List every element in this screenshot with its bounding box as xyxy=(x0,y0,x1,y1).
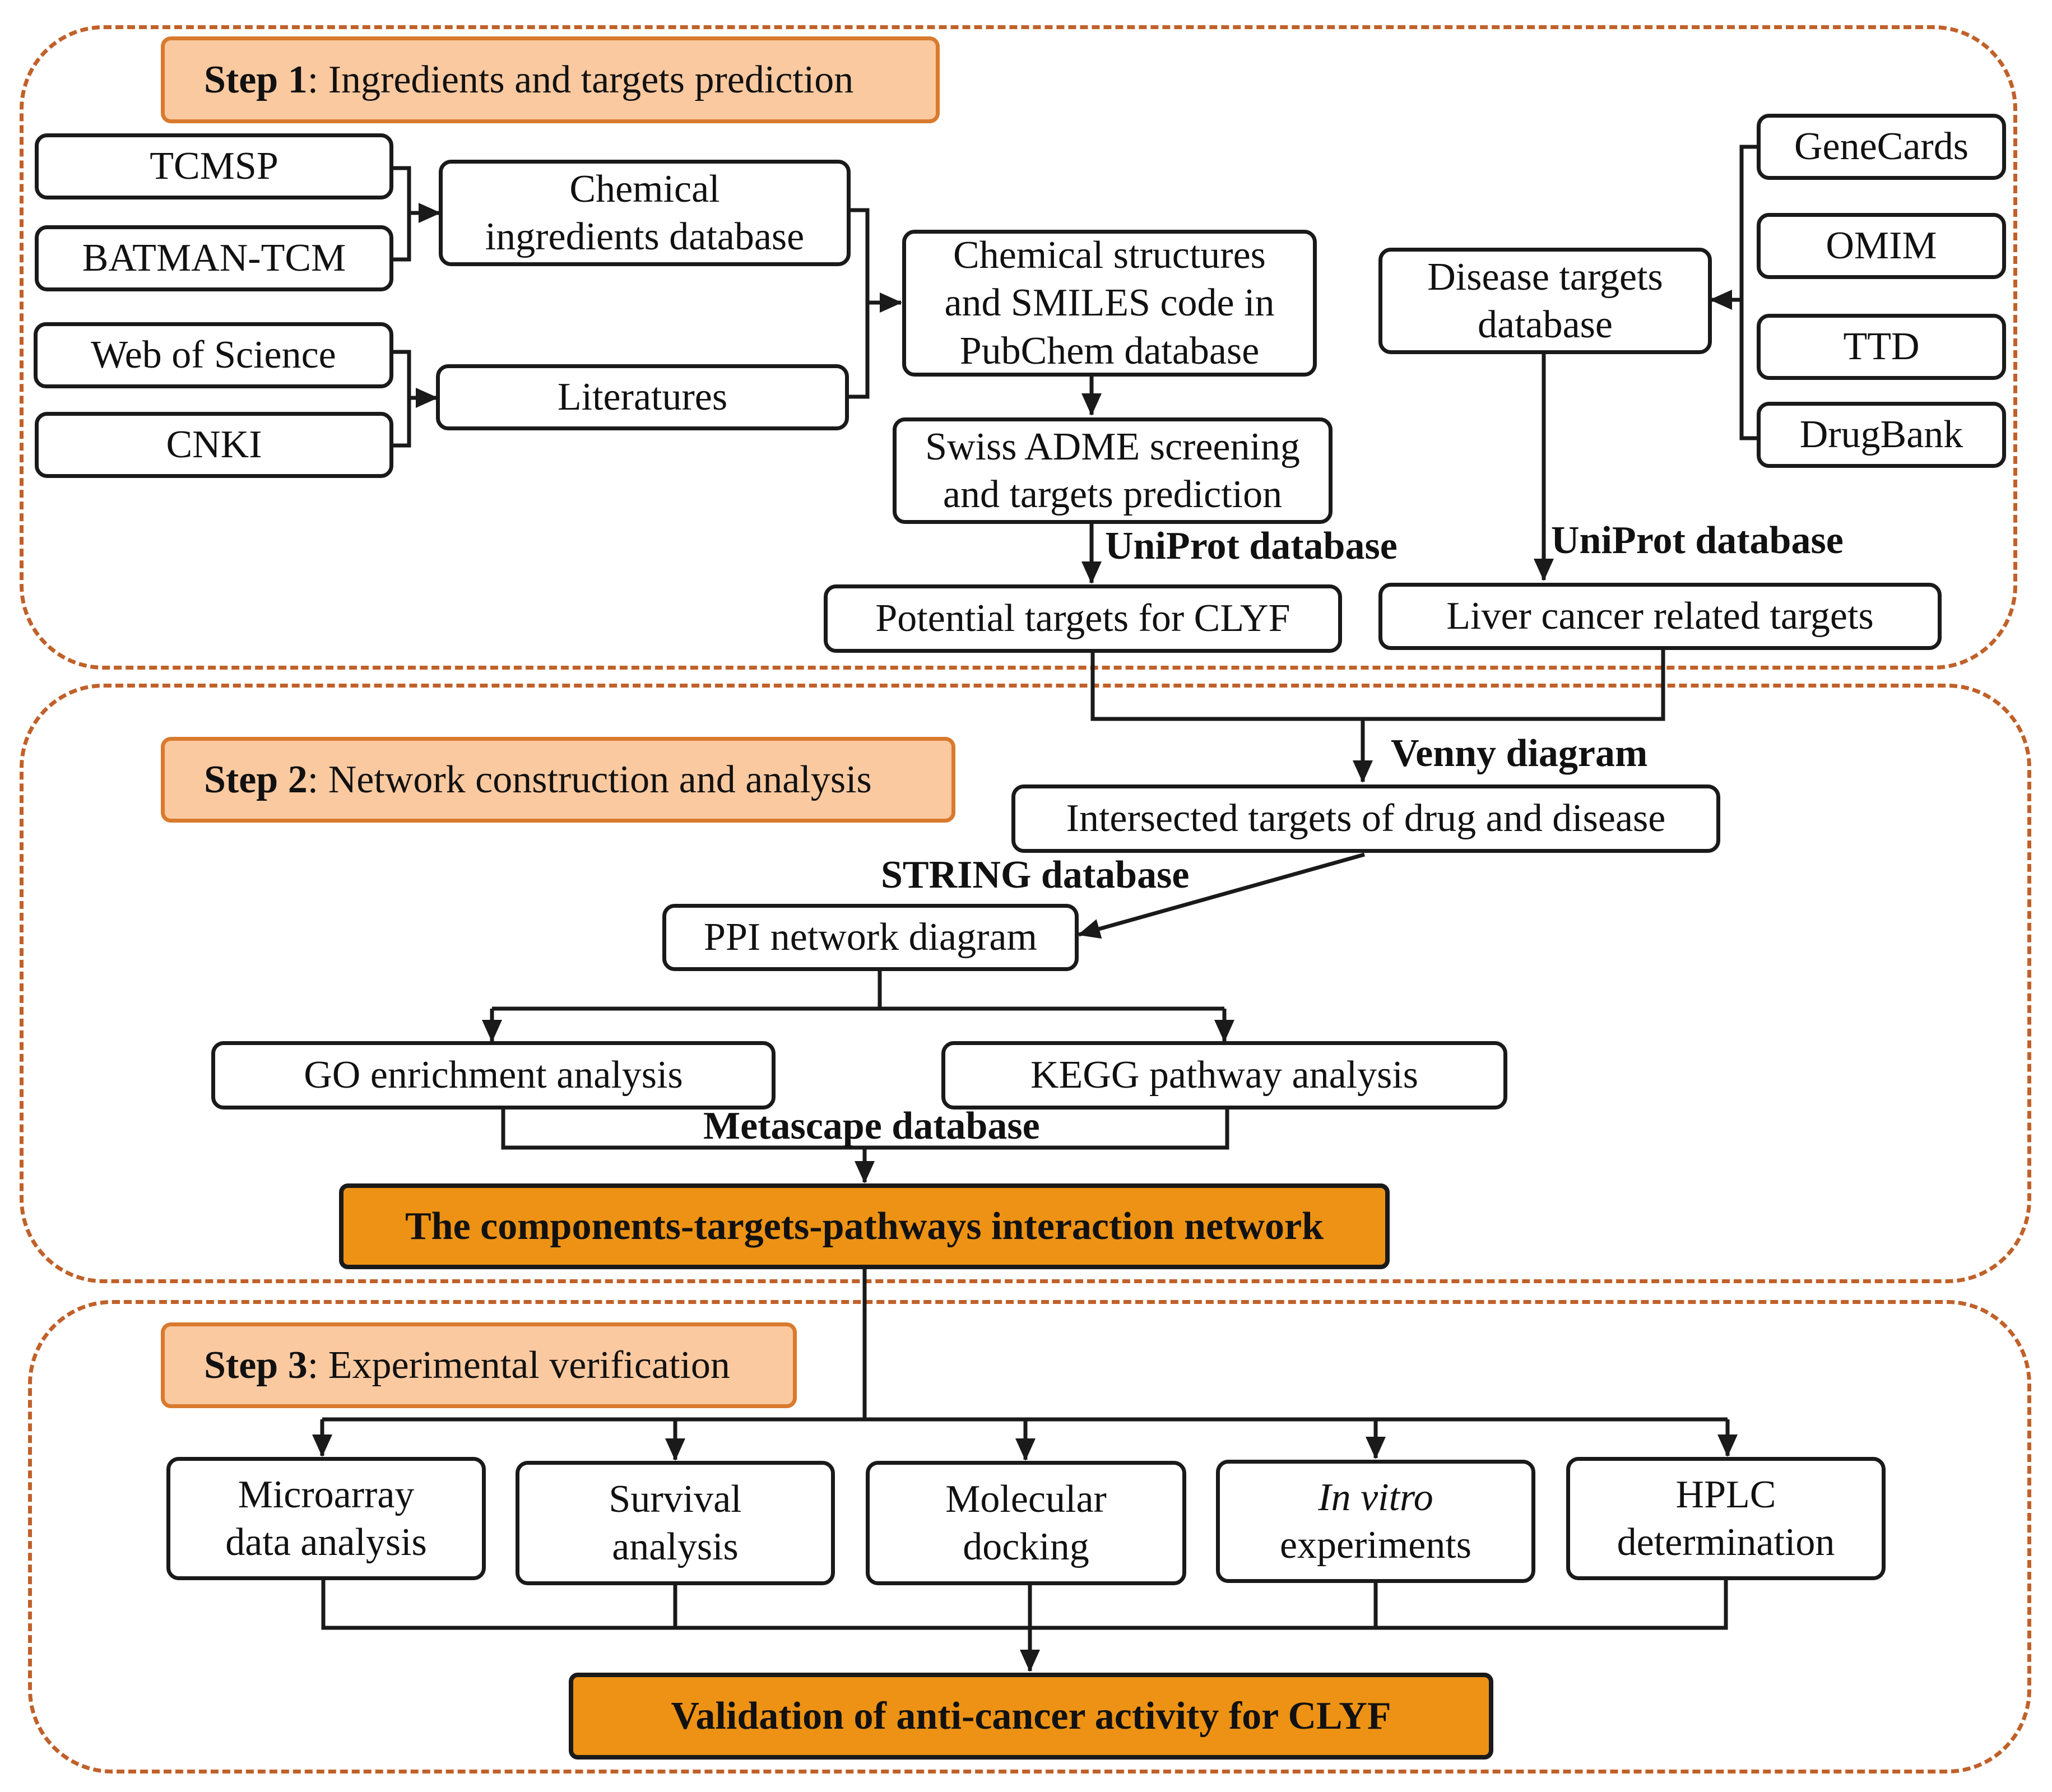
step1-header: Step 1: Ingredients and targets predicti… xyxy=(161,36,940,123)
wos-label: Web of Science xyxy=(91,333,336,377)
kegg-box: KEGG pathway analysis xyxy=(941,1041,1507,1109)
invitro-line1: In vitro xyxy=(1318,1475,1433,1519)
survival-box: Survival analysis xyxy=(516,1461,835,1585)
chem-db-line1: Chemical xyxy=(569,167,720,211)
step3-number: Step 3 xyxy=(204,1343,308,1387)
potential-targets-box: Potential targets for CLYF xyxy=(824,584,1342,653)
disease-db-line1: Disease targets xyxy=(1427,255,1663,299)
microarray-line2: data analysis xyxy=(225,1521,427,1564)
cnki-box: CNKI xyxy=(35,412,393,478)
ppi-box: PPI network diagram xyxy=(662,904,1079,971)
go-label: GO enrichment analysis xyxy=(304,1053,683,1097)
bracket-tcmsp-batman xyxy=(392,166,411,262)
go-box: GO enrichment analysis xyxy=(211,1041,776,1109)
bracket-wos-cnki xyxy=(392,350,411,448)
merge-right-experiments xyxy=(1373,1579,1728,1630)
pubchem-line2: and SMILES code in xyxy=(944,281,1275,325)
genecards-label: GeneCards xyxy=(1794,125,1969,169)
network-label: The components-targets-pathways interact… xyxy=(405,1204,1324,1248)
step1-title: : Ingredients and targets prediction xyxy=(307,58,854,101)
ttd-box: TTD xyxy=(1757,314,2006,380)
omim-box: OMIM xyxy=(1757,213,2006,279)
uniprot-label-left: UniProt database xyxy=(1105,524,1398,568)
step2-section xyxy=(20,684,2031,1283)
chem-db-line2: ingredients database xyxy=(485,215,805,258)
drugbank-box: DrugBank xyxy=(1757,402,2006,468)
disease-db-box: Disease targets database xyxy=(1378,248,1712,354)
intersected-label: Intersected targets of drug and disease xyxy=(1066,797,1666,841)
arrow-to-ppi xyxy=(1078,852,1365,939)
step3-title: : Experimental verification xyxy=(307,1343,730,1387)
bracket-chem-lit xyxy=(849,208,870,399)
tcmsp-box: TCMSP xyxy=(35,133,393,199)
cnki-label: CNKI xyxy=(166,423,262,467)
liver-targets-label: Liver cancer related targets xyxy=(1446,595,1874,638)
step1-section xyxy=(20,25,2017,670)
intersected-box: Intersected targets of drug and disease xyxy=(1011,784,1720,853)
hplc-line2: determination xyxy=(1617,1521,1835,1564)
invitro-box: In vitro experiments xyxy=(1216,1460,1535,1583)
step3-header: Step 3: Experimental verification xyxy=(161,1322,797,1408)
invitro-line2: experiments xyxy=(1279,1524,1472,1567)
bracket-disease-sources xyxy=(1739,145,1759,440)
literatures-box: Literatures xyxy=(436,364,849,430)
validation-box: Validation of anti-cancer activity for C… xyxy=(569,1673,1493,1759)
swiss-line2: and targets prediction xyxy=(943,473,1283,516)
docking-line2: docking xyxy=(963,1525,1089,1568)
pubchem-box: Chemical structures and SMILES code in P… xyxy=(902,230,1317,377)
liver-targets-box: Liver cancer related targets xyxy=(1378,583,1942,650)
wos-box: Web of Science xyxy=(34,322,393,388)
merge-left-experiments xyxy=(321,1579,1030,1630)
step1-number: Step 1 xyxy=(204,58,308,101)
uniprot-label-right: UniProt database xyxy=(1551,519,1844,562)
omim-label: OMIM xyxy=(1826,224,1937,268)
step2-title: : Network construction and analysis xyxy=(307,758,872,801)
docking-box: Molecular docking xyxy=(866,1461,1186,1585)
ppi-label: PPI network diagram xyxy=(704,916,1037,959)
hplc-line1: HPLC xyxy=(1675,1473,1776,1516)
literatures-label: Literatures xyxy=(557,375,728,419)
swiss-line1: Swiss ADME screening xyxy=(925,425,1300,468)
step3-section xyxy=(28,1300,2031,1774)
batman-box: BATMAN-TCM xyxy=(35,225,393,291)
venny-label: Venny diagram xyxy=(1391,732,1648,775)
microarray-box: Microarray data analysis xyxy=(166,1457,486,1580)
step2-header: Step 2: Network construction and analysi… xyxy=(161,737,955,823)
hplc-box: HPLC determination xyxy=(1566,1457,1886,1580)
metascape-label: Metascape database xyxy=(703,1104,1040,1148)
survival-line1: Survival xyxy=(609,1477,742,1521)
chem-db-box: Chemical ingredients database xyxy=(439,160,851,266)
kegg-label: KEGG pathway analysis xyxy=(1030,1053,1419,1097)
potential-targets-label: Potential targets for CLYF xyxy=(875,597,1290,640)
string-label: STRING database xyxy=(881,853,1190,897)
tcmsp-label: TCMSP xyxy=(150,145,278,188)
disease-db-line2: database xyxy=(1478,303,1613,346)
pubchem-line1: Chemical structures xyxy=(953,233,1266,277)
drugbank-label: DrugBank xyxy=(1799,413,1963,457)
docking-line1: Molecular xyxy=(945,1477,1107,1521)
pubchem-line3: PubChem database xyxy=(959,329,1260,373)
swiss-box: Swiss ADME screening and targets predict… xyxy=(893,417,1333,524)
validation-label: Validation of anti-cancer activity for C… xyxy=(671,1694,1391,1738)
genecards-box: GeneCards xyxy=(1757,114,2006,180)
survival-line2: analysis xyxy=(612,1525,739,1568)
step2-number: Step 2 xyxy=(204,758,308,801)
ttd-label: TTD xyxy=(1843,325,1920,369)
network-box: The components-targets-pathways interact… xyxy=(339,1183,1390,1269)
batman-label: BATMAN-TCM xyxy=(82,236,346,280)
microarray-line1: Microarray xyxy=(238,1473,415,1516)
merge-to-venny xyxy=(1090,650,1665,721)
